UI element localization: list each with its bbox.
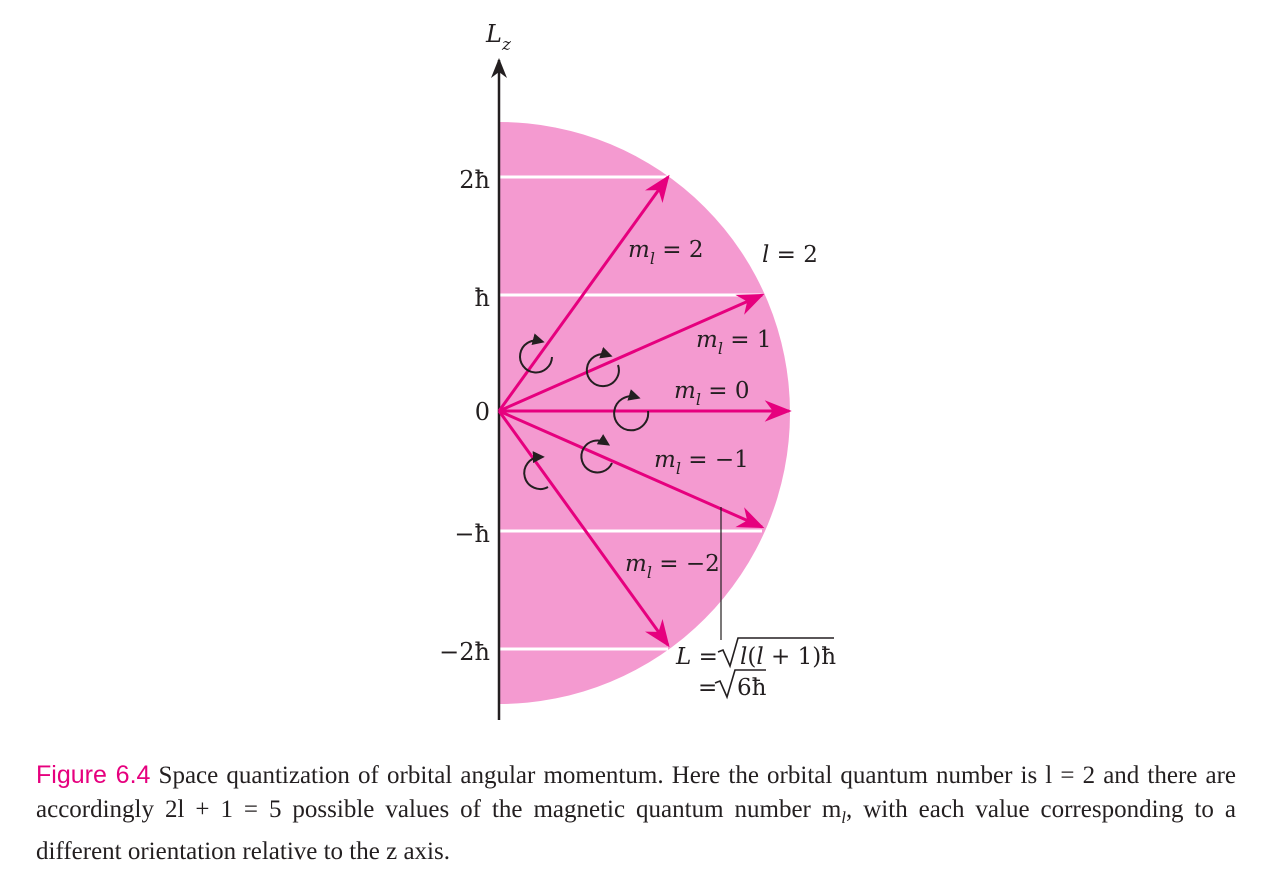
svg-text:L =: L =: [675, 644, 718, 670]
vector-ml-2: [497, 174, 670, 412]
precession-circle-ml-neg2: [523, 451, 549, 490]
label-ml-2: ml = 2: [628, 237, 703, 268]
tick-label-2hbar: 2ħ: [459, 166, 490, 194]
svg-text:6ħ: 6ħ: [737, 675, 767, 701]
axis-label: Lz: [485, 20, 512, 55]
label-ml-neg2: ml = −2: [625, 551, 720, 582]
svg-text:l(l + 1)ħ: l(l + 1)ħ: [740, 644, 836, 670]
figure-label: Figure 6.4: [36, 761, 151, 789]
caption-text-end: , with each value corresponding to a dif…: [36, 796, 1236, 865]
label-ml-1: ml = 1: [696, 327, 771, 358]
space-quantization-diagram: Lz 2ħ ħ 0 −ħ −2ħ ml = 2 ml = 1 ml: [439, 20, 836, 720]
vector-ml-neg1: [498, 409, 765, 529]
tick-label-hbar: ħ: [475, 284, 490, 312]
precession-circle-ml-2: [519, 333, 553, 374]
vector-ml-neg2: [497, 410, 670, 648]
magnitude-expression: L = l(l + 1)ħ = 6ħ: [675, 637, 836, 701]
tick-label-neg-hbar: −ħ: [454, 520, 490, 548]
precession-circle-ml-0: [613, 389, 650, 432]
figure-caption: Figure 6.4 Space quantization of orbital…: [36, 758, 1236, 869]
precession-circle-ml-1: [585, 347, 620, 388]
caption-text: Space quantization of orbital angular mo…: [36, 762, 1237, 823]
tick-label-zero: 0: [475, 398, 490, 426]
tick-label-neg-2hbar: −2ħ: [439, 638, 490, 666]
l-value-label: l = 2: [762, 242, 818, 268]
caption-subscript: l: [841, 808, 847, 827]
label-ml-0: ml = 0: [674, 378, 749, 409]
label-ml-neg1: ml = −1: [654, 447, 749, 478]
precession-circle-ml-neg1: [580, 434, 613, 474]
half-disk: [499, 122, 790, 704]
vector-ml-1: [498, 293, 765, 413]
svg-text:=: =: [698, 675, 717, 701]
